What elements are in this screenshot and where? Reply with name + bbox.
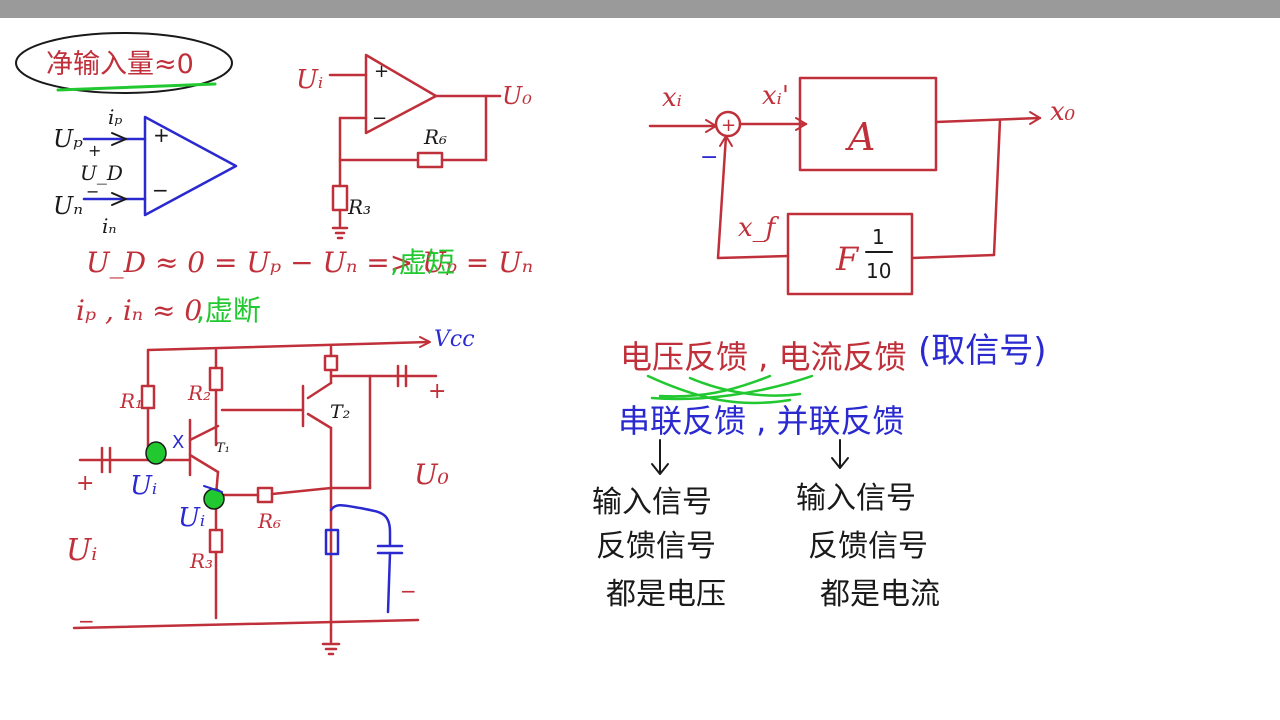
top-ui-label: Uᵢ xyxy=(296,65,323,95)
r2-label: R₂ xyxy=(187,381,211,405)
sampling-text: 电压反馈 , 电流反馈 xyxy=(620,338,907,376)
title-note: 净输入量≈0 xyxy=(15,32,233,94)
feedback-classification: 电压反馈 , 电流反馈 (取信号) 串联反馈 , 并联反馈 输入信号 反馈信号 … xyxy=(592,331,1047,612)
node-highlights xyxy=(145,441,225,510)
series-desc-3: 都是电压 xyxy=(606,577,726,612)
xo-label: x₀ xyxy=(1050,97,1076,127)
svg-text:−: − xyxy=(700,145,718,170)
svg-text:−: − xyxy=(78,609,95,633)
ud-label: U_D xyxy=(80,161,123,185)
sampling-note: (取信号) xyxy=(918,331,1047,371)
virtual-open-line: iₚ , iₙ ≈ 0 ,虚断 xyxy=(76,294,261,327)
feedback-block-labels: xᵢ xᵢ' x₀ x_f A F 1 10 + − xyxy=(662,81,1076,283)
svg-text:−: − xyxy=(152,178,169,202)
in-label: iₙ xyxy=(102,214,117,238)
feedback-block-diagram xyxy=(648,76,1042,296)
noninverting-amplifier-labels: + − Uᵢ U₀ R₆ R₃ xyxy=(296,61,532,219)
mixing-text: 串联反馈 , 并联反馈 xyxy=(618,402,905,440)
circuit-ui-emitter-label: Uᵢ xyxy=(178,503,205,533)
virtual-short-label: ,虚短 xyxy=(390,246,455,279)
series-desc-1: 输入信号 xyxy=(592,485,712,520)
t2-label: T₂ xyxy=(330,401,350,423)
transistor-circuit xyxy=(72,336,438,656)
circuit-ui-base-label: Uᵢ xyxy=(130,471,157,501)
svg-text:−: − xyxy=(372,108,387,129)
circuit-r3-label: R₃ xyxy=(189,549,213,573)
xi-prime-label: xᵢ' xyxy=(762,81,789,111)
top-r3-label: R₃ xyxy=(347,195,371,219)
svg-text:+: + xyxy=(374,61,389,82)
svg-text:10: 10 xyxy=(866,259,891,283)
circuit-uo-label: U₀ xyxy=(414,458,449,491)
svg-text:+: + xyxy=(88,141,101,160)
noninverting-amplifier xyxy=(328,53,502,240)
svg-text:1: 1 xyxy=(872,225,885,249)
r1-label: R₁ xyxy=(119,389,143,413)
title-note-text: 净输入量≈0 xyxy=(46,49,194,80)
parallel-desc-3: 都是电流 xyxy=(820,577,940,612)
output-load-blue xyxy=(324,504,404,614)
ip-label: iₚ xyxy=(108,105,122,129)
top-rf-label: R₆ xyxy=(423,125,447,149)
svg-text:−: − xyxy=(400,579,417,603)
top-uo-label: U₀ xyxy=(502,82,532,110)
svg-text:+: + xyxy=(76,471,94,496)
feedback-block-label: F xyxy=(835,240,860,278)
virtual-open-equation: iₚ , iₙ ≈ 0 xyxy=(76,294,202,327)
virtual-short-equation: U_D ≈ 0 = Uₚ − Uₙ => Uₚ = Uₙ xyxy=(86,246,533,279)
series-desc-2: 反馈信号 xyxy=(596,529,716,564)
svg-text:+: + xyxy=(721,115,736,136)
vcc-label: Vcc xyxy=(434,327,475,352)
circuit-ui-input-label: Uᵢ xyxy=(66,533,97,568)
virtual-open-label: ,虚断 xyxy=(196,294,261,327)
xi-label: xᵢ xyxy=(662,83,682,113)
svg-text:X: X xyxy=(172,432,184,453)
up-label: Uₚ xyxy=(53,125,83,153)
virtual-short-line: U_D ≈ 0 = Uₚ − Uₙ => Uₚ = Uₙ ,虚短 xyxy=(86,246,533,279)
top-bar xyxy=(0,0,1280,18)
xf-label: x_f xyxy=(738,213,780,243)
amplifier-block-label: A xyxy=(845,115,875,159)
parallel-desc-1: 输入信号 xyxy=(796,481,916,516)
svg-text:+: + xyxy=(153,123,170,147)
svg-text:−: − xyxy=(86,182,99,201)
svg-text:+: + xyxy=(428,379,446,404)
transistor-circuit-labels: Vcc R₁ R₂ T₁ T₂ R₆ R₃ Uᵢ Uᵢ Uᵢ U₀ + + − … xyxy=(66,327,475,633)
t1-label: T₁ xyxy=(216,441,230,456)
circuit-r6-label: R₆ xyxy=(257,509,281,533)
parallel-desc-2: 反馈信号 xyxy=(808,529,928,564)
opamp-basic: + − iₚ Uₚ + U_D − Uₙ iₙ xyxy=(53,105,238,238)
un-label: Uₙ xyxy=(53,192,83,220)
